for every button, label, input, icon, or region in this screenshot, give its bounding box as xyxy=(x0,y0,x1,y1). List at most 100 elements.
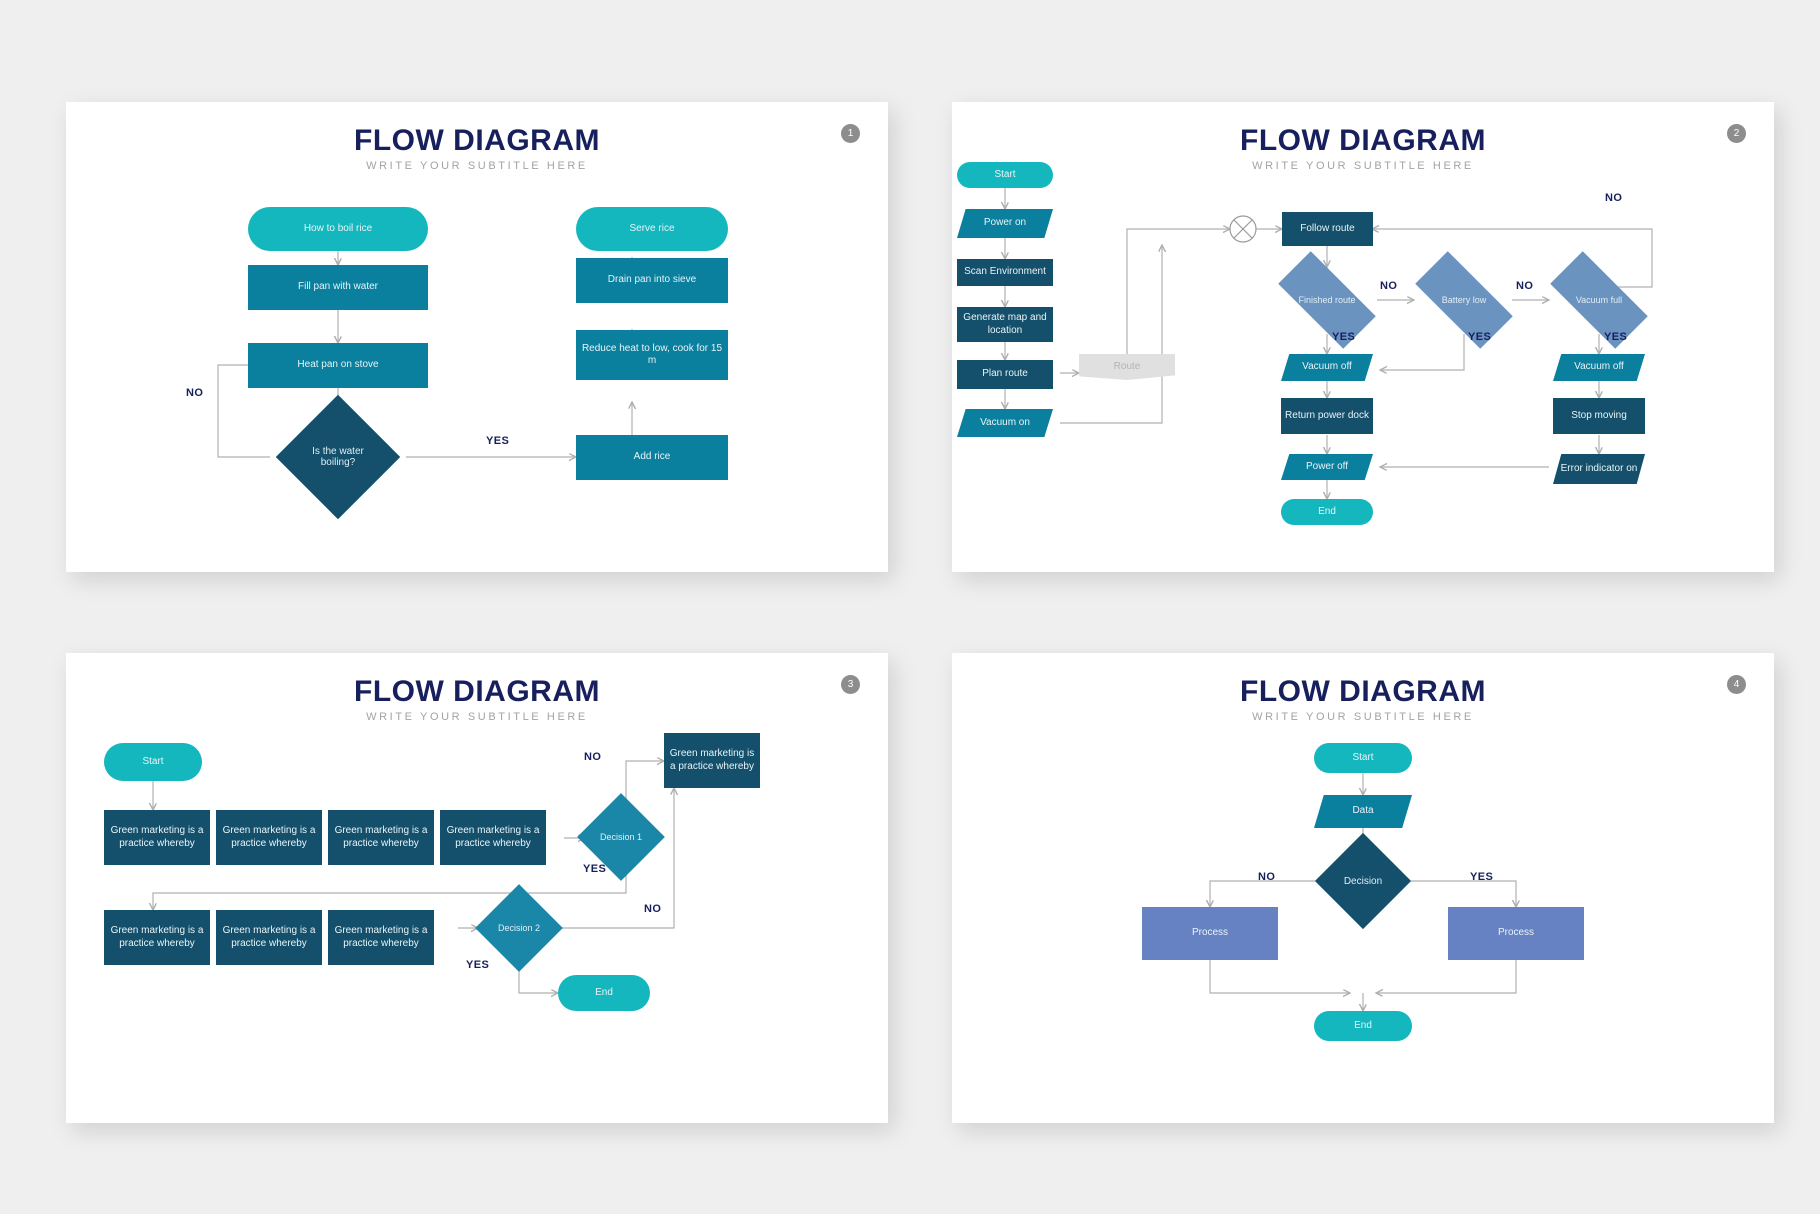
page-title: FLOW DIAGRAM xyxy=(354,124,600,157)
flow-node-green-marketing-1[interactable]: Green marketing is a practice whereby xyxy=(104,810,210,865)
node-label: Serve rice xyxy=(629,222,675,234)
edge-label-no: NO xyxy=(1258,871,1276,883)
edge-label-yes: YES xyxy=(1470,871,1494,883)
node-label: Vacuum full xyxy=(1575,295,1623,305)
flow-node-stop-moving[interactable]: Stop moving xyxy=(1553,398,1645,434)
flow-node-green-marketing-3[interactable]: Green marketing is a practice whereby xyxy=(328,810,434,865)
flow-node-fill-pan[interactable]: Fill pan with water xyxy=(248,265,428,310)
node-label: Process xyxy=(1497,927,1535,939)
node-label: Drain pan into sieve xyxy=(607,274,697,286)
node-label: Green marketing is a practice whereby xyxy=(446,825,540,849)
slide-1[interactable]: FLOW DIAGRAM WRITE YOUR SUBTITLE HERE 1 … xyxy=(66,102,888,572)
flow-node-data[interactable]: Data xyxy=(1314,795,1412,828)
flow-node-return-power-dock[interactable]: Return power dock xyxy=(1281,398,1373,434)
flow-node-process-left[interactable]: Process xyxy=(1142,907,1278,960)
flow-node-finished-route-decision[interactable]: Finished route xyxy=(1281,277,1373,323)
node-label: End xyxy=(595,986,613,998)
flow-node-reduce-heat[interactable]: Reduce heat to low, cook for 15 m xyxy=(576,330,728,380)
flow-node-start[interactable]: Start xyxy=(104,743,202,781)
node-label: Battery low xyxy=(1441,295,1487,305)
node-label: Vacuum off xyxy=(1574,361,1624,373)
flow-node-error-indicator-on[interactable]: Error indicator on xyxy=(1553,454,1645,484)
flow-node-serve-rice[interactable]: Serve rice xyxy=(576,207,728,251)
flow-node-heat-pan[interactable]: Heat pan on stove xyxy=(248,343,428,388)
flow-node-decision[interactable]: Decision xyxy=(1329,847,1397,915)
slide-number-badge: 4 xyxy=(1727,675,1746,694)
page-subtitle: WRITE YOUR SUBTITLE HERE xyxy=(366,711,588,723)
flow-node-green-marketing-7[interactable]: Green marketing is a practice whereby xyxy=(328,910,434,965)
slide-3[interactable]: FLOW DIAGRAM WRITE YOUR SUBTITLE HERE 3 xyxy=(66,653,888,1123)
slide-2[interactable]: FLOW DIAGRAM WRITE YOUR SUBTITLE HERE 2 xyxy=(952,102,1774,572)
node-label: Vacuum on xyxy=(980,416,1030,428)
page-title: FLOW DIAGRAM xyxy=(1240,675,1486,708)
edge-label-yes-1: YES xyxy=(583,863,607,875)
flow-node-generate-map[interactable]: Generate map and location xyxy=(957,307,1053,342)
node-label: Green marketing is a practice whereby xyxy=(110,825,204,849)
node-label: Green marketing is a practice whereby xyxy=(222,825,316,849)
page-title: FLOW DIAGRAM xyxy=(1240,124,1486,157)
node-label: Decision xyxy=(1343,875,1383,887)
flow-node-vacuum-full-decision[interactable]: Vacuum full xyxy=(1553,277,1645,323)
flow-node-decision-2[interactable]: Decision 2 xyxy=(488,897,550,959)
connector-lines xyxy=(217,232,888,572)
flow-node-end[interactable]: End xyxy=(558,975,650,1011)
edge-label-yes-2: YES xyxy=(1468,331,1492,343)
node-label: End xyxy=(1354,1019,1372,1031)
flow-node-battery-low-decision[interactable]: Battery low xyxy=(1418,277,1510,323)
edge-label-no-1: NO xyxy=(1380,280,1398,292)
flow-node-vacuum-off-right[interactable]: Vacuum off xyxy=(1553,354,1645,381)
flow-node-plan-route[interactable]: Plan route xyxy=(957,360,1053,389)
node-label: Decision 2 xyxy=(497,923,541,933)
flow-node-scan-environment[interactable]: Scan Environment xyxy=(957,259,1053,286)
node-label: Finished route xyxy=(1298,295,1356,305)
flow-node-power-on[interactable]: Power on xyxy=(957,209,1053,238)
node-label: End xyxy=(1318,505,1336,517)
flow-node-water-boiling-decision[interactable]: Is the water boiling? xyxy=(294,413,382,501)
flow-node-vacuum-off-left[interactable]: Vacuum off xyxy=(1281,354,1373,381)
flow-node-drain-pan[interactable]: Drain pan into sieve xyxy=(576,258,728,303)
node-label: Return power dock xyxy=(1285,409,1369,421)
node-label: Follow route xyxy=(1300,222,1355,234)
node-label: Green marketing is a practice whereby xyxy=(334,825,428,849)
node-label: Power on xyxy=(983,217,1027,229)
flow-node-end[interactable]: End xyxy=(1314,1011,1412,1041)
flow-node-green-marketing-top-right[interactable]: Green marketing is a practice whereby xyxy=(664,733,760,788)
edge-label-no-1: NO xyxy=(584,751,602,763)
node-label: Is the water boiling? xyxy=(312,446,364,468)
node-label: Add rice xyxy=(633,451,671,463)
node-label: Vacuum off xyxy=(1302,361,1352,373)
flow-node-follow-route[interactable]: Follow route xyxy=(1282,212,1373,246)
edge-label-no-2: NO xyxy=(644,903,662,915)
connector-lines xyxy=(952,773,1774,1123)
node-label: Route xyxy=(1113,360,1141,372)
node-label: Decision 1 xyxy=(599,832,643,842)
node-label: Start xyxy=(1352,751,1374,763)
flow-node-vacuum-on[interactable]: Vacuum on xyxy=(957,409,1053,437)
node-label: Green marketing is a practice whereby xyxy=(110,925,204,949)
node-label: Stop moving xyxy=(1571,409,1627,421)
flow-node-process-right[interactable]: Process xyxy=(1448,907,1584,960)
flow-node-decision-1[interactable]: Decision 1 xyxy=(590,806,652,868)
flow-node-green-marketing-6[interactable]: Green marketing is a practice whereby xyxy=(216,910,322,965)
flow-node-add-rice[interactable]: Add rice xyxy=(576,435,728,480)
flow-node-start[interactable]: Start xyxy=(957,162,1053,188)
page-subtitle: WRITE YOUR SUBTITLE HERE xyxy=(1252,160,1474,172)
node-label: Green marketing is a practice whereby xyxy=(334,925,428,949)
flow-node-start[interactable]: Start xyxy=(1314,743,1412,773)
flow-node-how-to-boil-rice[interactable]: How to boil rice xyxy=(248,207,428,251)
flow-node-green-marketing-4[interactable]: Green marketing is a practice whereby xyxy=(440,810,546,865)
node-label: Green marketing is a practice whereby xyxy=(669,748,755,772)
edge-label-yes-3: YES xyxy=(1604,331,1628,343)
flow-node-green-marketing-5[interactable]: Green marketing is a practice whereby xyxy=(104,910,210,965)
flow-node-route-document[interactable]: Route xyxy=(1079,354,1175,380)
flow-node-end[interactable]: End xyxy=(1281,499,1373,525)
edge-label-yes-2: YES xyxy=(466,959,490,971)
node-label: Plan route xyxy=(982,368,1028,380)
slide-number-badge: 1 xyxy=(841,124,860,143)
slide-4[interactable]: FLOW DIAGRAM WRITE YOUR SUBTITLE HERE 4 … xyxy=(952,653,1774,1123)
flow-node-power-off[interactable]: Power off xyxy=(1281,454,1373,480)
node-label: How to boil rice xyxy=(303,222,373,234)
flow-node-green-marketing-2[interactable]: Green marketing is a practice whereby xyxy=(216,810,322,865)
page-subtitle: WRITE YOUR SUBTITLE HERE xyxy=(1252,711,1474,723)
slide-number-badge: 3 xyxy=(841,675,860,694)
